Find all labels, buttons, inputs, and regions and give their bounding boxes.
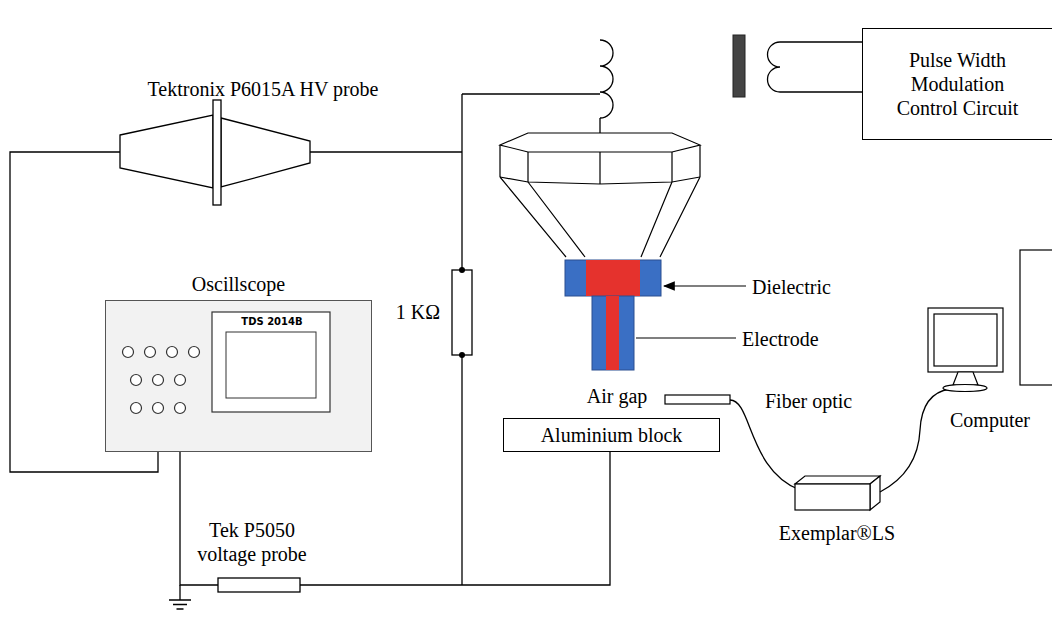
hv-wire (310, 151, 462, 152)
aluminium-block: Aluminium block (503, 418, 720, 452)
fiber-cable (730, 400, 800, 490)
dielectric-block (565, 260, 661, 296)
probe-label: Tek P5050 voltage probe (182, 518, 322, 566)
control-box: Pulse Width Modulation Control Circuit (862, 28, 1052, 140)
junction-dot (459, 267, 465, 273)
leader-line (636, 337, 736, 338)
device-label: Exemplar®LS (779, 521, 895, 545)
probe-label: Tektronix P6015A HV probe (148, 77, 379, 101)
primary-coil (600, 40, 613, 118)
spectrometer-box (795, 476, 880, 510)
transformer-core (733, 35, 745, 97)
ground-symbol (169, 585, 191, 609)
dielectric-core (586, 260, 640, 296)
coil-wire (462, 93, 600, 94)
usb-cable (880, 389, 950, 492)
part-label: Electrode (742, 327, 819, 351)
pwm-wire (780, 42, 862, 92)
resistor-label: 1 KΩ (396, 300, 440, 324)
voltage-probe (218, 578, 300, 592)
box-text: Pulse Width Modulation Control Circuit (883, 48, 1032, 120)
oscilloscope-display (226, 332, 316, 398)
resistor-symbol (452, 270, 472, 355)
device-label: Computer (950, 408, 1030, 432)
part-label: Dielectric (752, 275, 831, 299)
fiber-tip (665, 395, 730, 404)
oscilloscope-screen (212, 312, 330, 412)
secondary-coil (768, 42, 781, 92)
computer-icon (928, 250, 1052, 392)
return-wire (300, 452, 610, 585)
part-label: Fiber optic (765, 389, 852, 413)
oscilloscope-body (105, 300, 372, 452)
hv-probe (120, 100, 310, 205)
oscilloscope-box: OscillscopeTDS 2014B (105, 300, 372, 452)
model-text: TDS 2014B (213, 316, 331, 328)
oscilloscope-knobs (123, 347, 200, 414)
box-text: Oscillscope (106, 272, 371, 296)
part-label: Air gap (587, 384, 648, 408)
electrode-housing (500, 133, 700, 257)
leader-line (664, 285, 746, 286)
junction-dot (459, 352, 465, 358)
electrode-core (606, 296, 619, 370)
electrode-sleeve (592, 296, 634, 370)
box-text: Aluminium block (541, 423, 683, 447)
